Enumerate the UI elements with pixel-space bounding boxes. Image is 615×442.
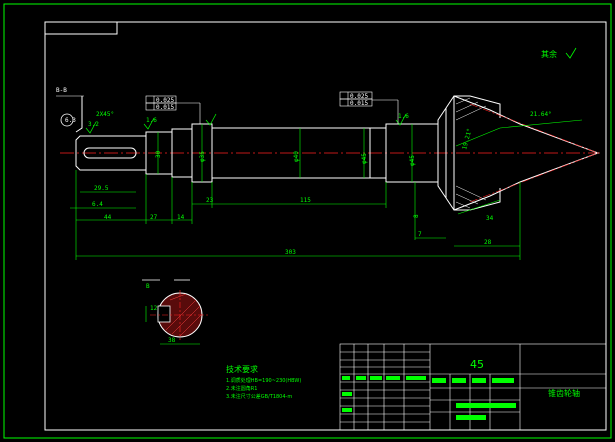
dim-34: 34 [486, 215, 494, 222]
dimension-lines [70, 119, 583, 260]
key-width-dim: 12 [150, 305, 158, 312]
rough-mid-label: 1.6 [146, 117, 157, 124]
dim-phi45b: φ45 [409, 155, 416, 166]
fcf-left [145, 95, 201, 124]
roughness-note: 其余 [541, 49, 557, 59]
rough-left-label: 3.2 [88, 121, 99, 128]
section-marker [75, 96, 83, 133]
dim-27: 27 [150, 214, 158, 221]
dim-6-4: 6.4 [92, 201, 103, 208]
fcf-left-1: 0.025 [156, 97, 174, 104]
dim-angle-a: 21.64° [530, 111, 552, 118]
pitch-cone-lines [469, 103, 599, 203]
section-b-label: B [146, 283, 150, 290]
section-view [142, 279, 210, 345]
fcf-right [339, 91, 399, 124]
dim-phi35: φ35 [199, 151, 206, 162]
dim-chamfer: 2X45° [96, 111, 114, 118]
section-view-label: B-B [56, 87, 67, 94]
fcf-left-2: 0.015 [156, 104, 174, 111]
dim-23: 23 [206, 197, 214, 204]
requirements-line-3: 3.未注尺寸公差GB/T1804-m [226, 393, 292, 400]
requirements-line-1: 1.调质处理HB=190~230(HBW) [226, 377, 301, 384]
rough-right-label: 1.6 [398, 113, 409, 120]
datum-circle [60, 113, 74, 127]
datum-letter: 6.3 [65, 117, 76, 124]
title-scale-number: 45 [470, 358, 484, 371]
surface-roughness-marks [85, 113, 407, 134]
dim-8: 8 [413, 214, 420, 218]
dim-115: 115 [300, 197, 311, 204]
fcf-right-2: 0.015 [350, 100, 368, 107]
dim-angle-b: 19.21° [461, 128, 473, 151]
dim-phi40: φ40 [293, 151, 300, 162]
requirements-line-2: 2.未注圆角R1 [226, 385, 257, 392]
dim-30: 30 [155, 150, 162, 158]
requirements-title: 技术要求 [226, 364, 258, 374]
dim-phi45a: φ45 [361, 153, 368, 164]
outer-border [3, 3, 612, 439]
inner-frame [44, 21, 607, 431]
dim-44: 44 [104, 214, 112, 221]
dim-303: 303 [285, 249, 296, 256]
dim-28: 28 [484, 239, 492, 246]
dim-14: 14 [177, 214, 185, 221]
key-depth-dim: 38 [168, 337, 176, 344]
title-block-marks [342, 376, 516, 420]
roughness-symbol-icon [565, 47, 577, 59]
code-box [44, 21, 118, 35]
title-block [339, 343, 607, 431]
dim-7: 7 [418, 231, 422, 238]
fcf-right-1: 0.025 [350, 93, 368, 100]
dim-29-5: 29.5 [94, 185, 109, 192]
title-part-name: 锥齿轮轴 [548, 388, 580, 398]
